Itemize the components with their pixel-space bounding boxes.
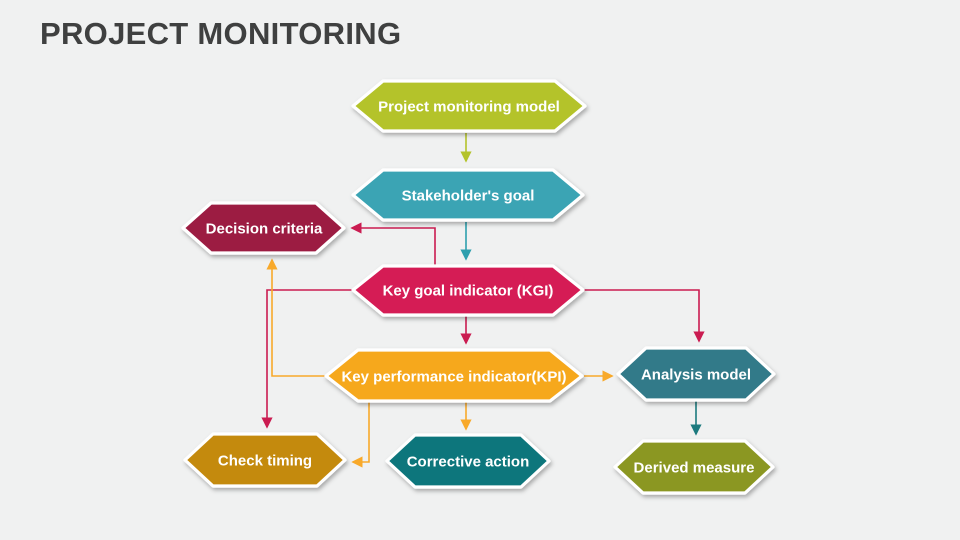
analysis-model-label: Analysis model bbox=[641, 367, 751, 384]
connector-kgi-to-decision-criteria bbox=[350, 222, 436, 265]
decision-criteria-label: Decision criteria bbox=[206, 221, 323, 238]
key-performance-indicator-shape bbox=[324, 348, 584, 403]
node-corrective-action: Corrective action bbox=[385, 433, 551, 489]
node-stakeholders-goal: Stakeholder's goal bbox=[351, 168, 585, 222]
stakeholders-goal-label: Stakeholder's goal bbox=[402, 188, 535, 205]
key-goal-indicator-shape bbox=[351, 264, 585, 317]
connector-kpi-to-check-timing bbox=[351, 401, 370, 468]
check-timing-label: Check timing bbox=[218, 453, 312, 470]
connector-kgi-to-check-timing bbox=[261, 289, 353, 429]
project-monitoring-model-shape bbox=[351, 79, 587, 133]
slide-title: PROJECT MONITORING bbox=[40, 16, 402, 51]
node-analysis-model: Analysis model bbox=[616, 346, 776, 402]
corrective-action-label: Corrective action bbox=[407, 454, 530, 471]
decision-criteria-shape bbox=[181, 201, 346, 255]
analysis-model-shape bbox=[616, 346, 776, 402]
corrective-action-shape bbox=[385, 433, 551, 489]
project-monitoring-model-label: Project monitoring model bbox=[378, 99, 560, 116]
flowchart-nodes: Project monitoring model Stakeholder's g… bbox=[181, 79, 776, 495]
check-timing-shape bbox=[183, 432, 347, 488]
connector-kgi-to-analysis-model bbox=[583, 289, 705, 343]
key-goal-indicator-label: Key goal indicator (KGI) bbox=[383, 283, 554, 300]
node-key-performance-indicator: Key performance indicator(KPI) bbox=[324, 348, 584, 403]
connector-kpi-to-decision-criteria bbox=[266, 258, 326, 377]
node-key-goal-indicator: Key goal indicator (KGI) bbox=[351, 264, 585, 317]
derived-measure-shape bbox=[613, 439, 775, 495]
derived-measure-label: Derived measure bbox=[634, 460, 755, 477]
node-project-monitoring-model: Project monitoring model bbox=[351, 79, 587, 133]
stakeholders-goal-shape bbox=[351, 168, 585, 222]
node-decision-criteria: Decision criteria bbox=[181, 201, 346, 255]
node-check-timing: Check timing bbox=[183, 432, 347, 488]
node-derived-measure: Derived measure bbox=[613, 439, 775, 495]
connector-lines bbox=[261, 133, 705, 468]
key-performance-indicator-label: Key performance indicator(KPI) bbox=[341, 369, 566, 386]
